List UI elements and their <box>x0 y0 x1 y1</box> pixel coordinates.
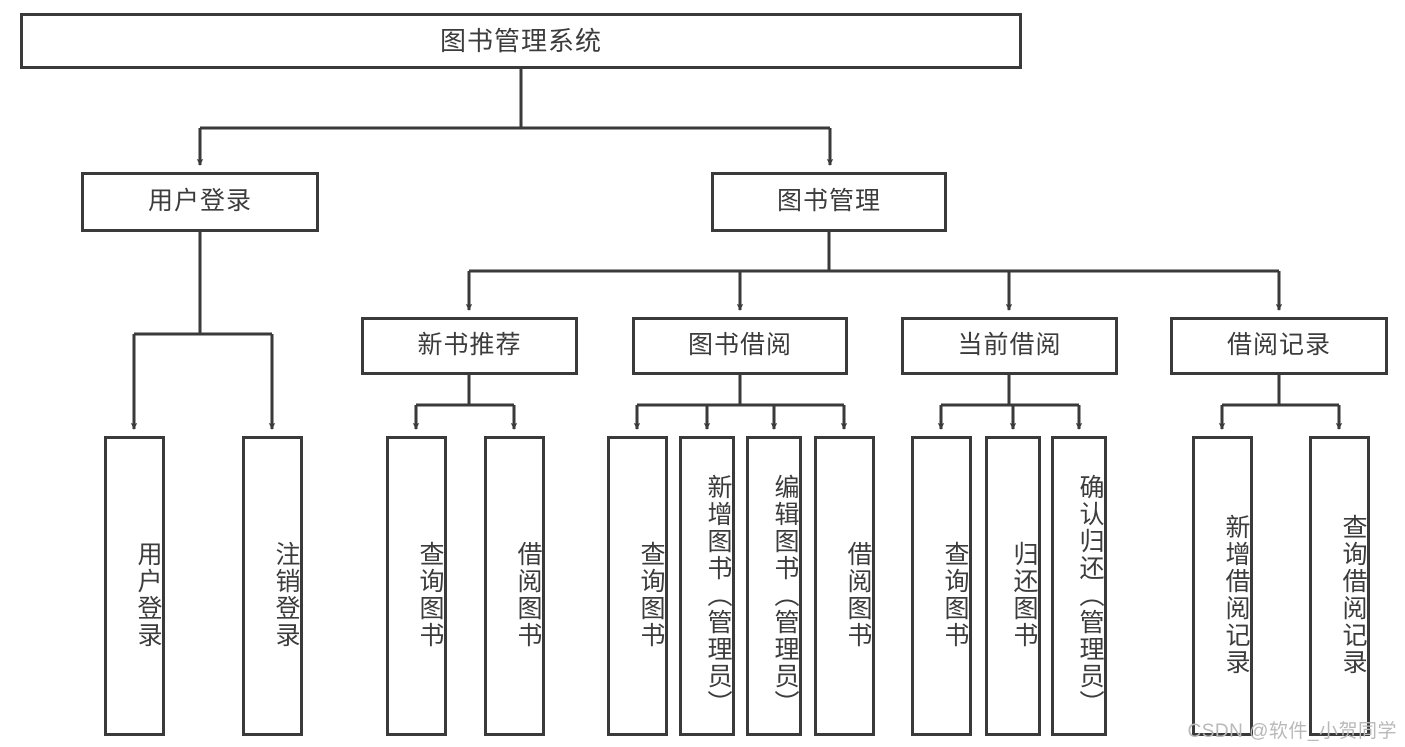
node-new-book-recommend-label: 新书推荐 <box>417 331 522 360</box>
node-query-borrow-record[interactable]: 查询借阅记录 <box>1309 436 1370 736</box>
node-user-login-label: 用户登录 <box>147 187 252 216</box>
node-new-book-recommend[interactable]: 新书推荐 <box>361 317 578 375</box>
watermark: CSDN @软件_小贺同学 <box>1187 721 1397 742</box>
node-edit-book-admin[interactable]: 编辑图书（管理员） <box>746 436 802 736</box>
node-user-login[interactable]: 用户登录 <box>81 172 319 232</box>
node-book-borrow-label: 图书借阅 <box>687 331 792 360</box>
node-logout[interactable]: 注销登录 <box>242 436 303 736</box>
node-book-manage-label: 图书管理 <box>776 187 881 216</box>
node-login[interactable]: 用户登录 <box>104 436 165 736</box>
node-return-book-label: 归还图书 <box>1010 541 1038 649</box>
node-query-book-2[interactable]: 查询图书 <box>607 436 668 736</box>
node-query-borrow-record-label: 查询借阅记录 <box>1339 514 1367 676</box>
node-add-book-admin[interactable]: 新增图书（管理员） <box>679 436 735 736</box>
node-borrow-book-1[interactable]: 借阅图书 <box>484 436 545 736</box>
node-current-borrow[interactable]: 当前借阅 <box>901 317 1118 375</box>
node-borrow-book-1-label: 借阅图书 <box>514 541 542 649</box>
node-edit-book-admin-label: 编辑图书（管理员） <box>771 473 799 717</box>
node-root-label: 图书管理系统 <box>439 25 602 56</box>
node-current-borrow-label: 当前借阅 <box>957 331 1062 360</box>
node-return-book[interactable]: 归还图书 <box>985 436 1041 736</box>
node-query-book-3-label: 查询图书 <box>941 541 969 649</box>
node-logout-label: 注销登录 <box>272 541 300 649</box>
node-book-manage[interactable]: 图书管理 <box>711 172 947 232</box>
node-login-label: 用户登录 <box>134 541 162 649</box>
node-root[interactable]: 图书管理系统 <box>20 13 1022 69</box>
node-borrow-book-2[interactable]: 借阅图书 <box>814 436 875 736</box>
node-confirm-return-admin-label: 确认归还（管理员） <box>1076 473 1104 717</box>
node-borrow-record[interactable]: 借阅记录 <box>1170 317 1388 375</box>
node-borrow-record-label: 借阅记录 <box>1226 331 1331 360</box>
node-add-book-admin-label: 新增图书（管理员） <box>704 473 732 717</box>
node-borrow-book-2-label: 借阅图书 <box>844 541 872 649</box>
node-query-book-1[interactable]: 查询图书 <box>386 436 447 736</box>
node-query-book-3[interactable]: 查询图书 <box>911 436 972 736</box>
node-add-borrow-record-label: 新增借阅记录 <box>1222 514 1250 676</box>
node-query-book-2-label: 查询图书 <box>637 541 665 649</box>
node-book-borrow[interactable]: 图书借阅 <box>632 317 848 375</box>
node-confirm-return-admin[interactable]: 确认归还（管理员） <box>1051 436 1107 736</box>
node-add-borrow-record[interactable]: 新增借阅记录 <box>1192 436 1253 736</box>
node-query-book-1-label: 查询图书 <box>416 541 444 649</box>
